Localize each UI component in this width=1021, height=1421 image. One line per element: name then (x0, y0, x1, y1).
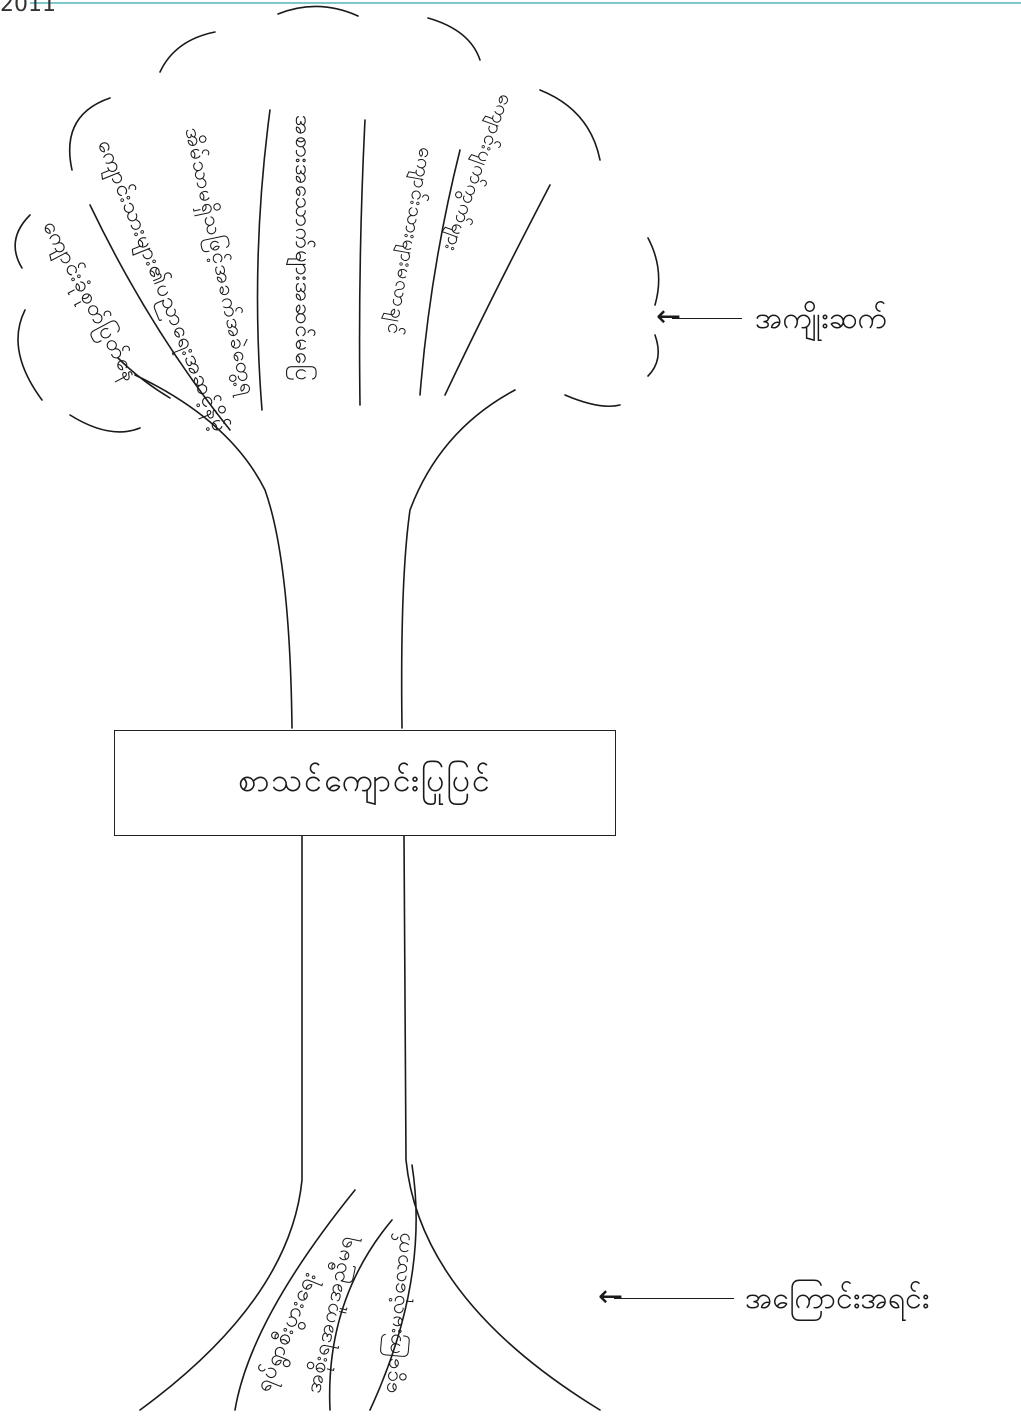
core-problem-box: စာသင်ကျောင်းပြုပြင် (114, 730, 616, 836)
leaves-arrow-line (672, 318, 742, 319)
page-number-fragment: 2011 (0, 0, 56, 17)
root-divider (328, 1219, 393, 1411)
roots-arrow-head-icon: ← (598, 1279, 624, 1314)
canopy-arc (277, 5, 359, 17)
leaf-divider (256, 109, 271, 411)
canopy-arc (647, 237, 660, 306)
trunk-left-lower (139, 835, 303, 1411)
leaves-label: အကျိုးဆက် (755, 301, 887, 336)
trunk-left (134, 374, 293, 729)
leaf-divider (89, 204, 231, 431)
canopy-arc (564, 394, 621, 408)
canopy-arc (68, 97, 111, 171)
roots-arrow-line (614, 1298, 734, 1299)
trunk-right (400, 389, 516, 729)
roots-label: အကြောင်းအရင်း (745, 1281, 930, 1316)
canopy-arc (159, 31, 216, 73)
top-rule (30, 2, 1021, 4)
leaf-divider (419, 149, 461, 396)
canopy-arc (647, 334, 660, 377)
canopy-arc (427, 17, 481, 61)
canopy-arc (17, 309, 43, 401)
leaf-label: အစားအသောက်များအဆင်မပြေ (290, 115, 315, 382)
canopy-arc (539, 89, 601, 161)
canopy-arc (14, 214, 31, 269)
leaf-divider (358, 119, 366, 406)
root-divider (369, 1164, 417, 1411)
canopy-arc (69, 414, 141, 433)
root-divider (234, 1189, 356, 1411)
leaves-arrow-head-icon: ← (656, 299, 682, 334)
trunk-right-lower (403, 835, 601, 1411)
core-problem-title: စာသင်ကျောင်းပြုပြင် (238, 761, 492, 799)
leaf-divider (444, 184, 551, 396)
